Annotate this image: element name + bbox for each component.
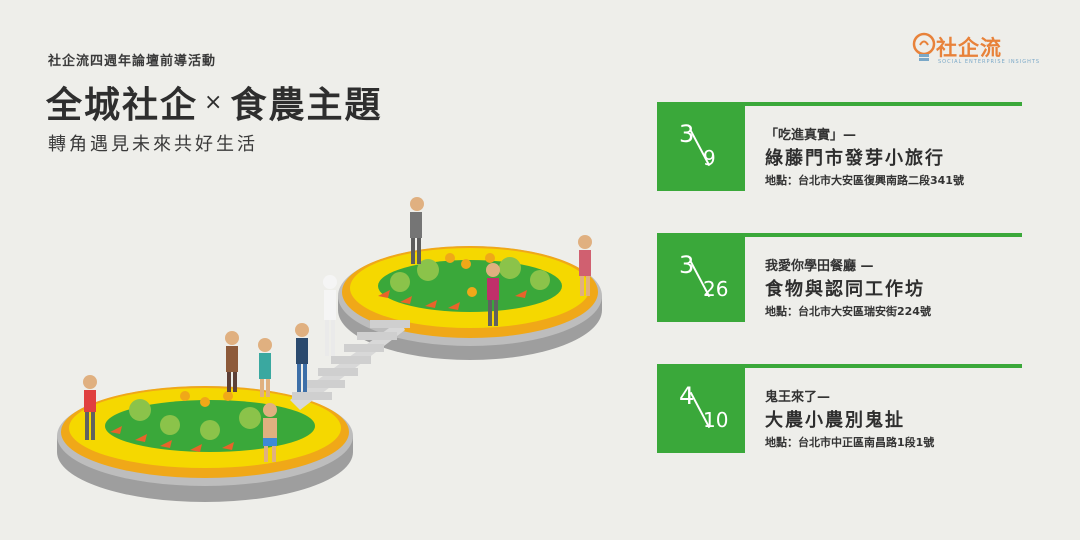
event-title: 食物與認同工作坊: [765, 279, 925, 300]
event-date-box: 3 26: [657, 237, 745, 322]
event-location: 地點：台北市大安區瑞安街224號: [765, 305, 931, 318]
brand-name: 社企流: [936, 36, 1002, 60]
event-month: 4: [679, 382, 695, 410]
upper-crops: [378, 253, 550, 310]
event-card: 3 9 「吃進真實」— 綠藤門市發芽小旅行 地點：台北市大安區復興南路二段341…: [657, 102, 1022, 191]
event-tagline: 鬼王來了—: [765, 390, 831, 405]
lightbulb-icon: [912, 32, 936, 61]
event-day: 9: [703, 146, 716, 170]
event-card: 3 26 我愛你學田餐廳 — 食物與認同工作坊 地點：台北市大安區瑞安街224號: [657, 233, 1022, 322]
title-times: ×: [204, 89, 225, 115]
page-title: 全城社企 × 食農主題: [46, 76, 382, 128]
event-title: 大農小農別鬼扯: [765, 410, 905, 431]
event-location: 地點：台北市大安區復興南路二段341號: [765, 174, 964, 187]
event-date-box: 4 10: [657, 368, 745, 453]
kicker-text: 社企流四週年論壇前導活動: [48, 54, 217, 69]
event-tagline: 「吃進真實」—: [765, 128, 857, 143]
event-card: 4 10 鬼王來了— 大農小農別鬼扯 地點：台北市中正區南昌路1段1號: [657, 364, 1022, 453]
event-day: 26: [703, 277, 729, 301]
title-left: 全城社企: [46, 85, 199, 126]
event-location: 地點：台北市中正區南昌路1段1號: [765, 436, 935, 449]
event-month: 3: [679, 120, 695, 148]
farm-illustration: [57, 197, 602, 502]
page-subtitle: 轉角遇見未來共好生活: [48, 134, 258, 155]
lower-crops: [110, 391, 261, 452]
event-day: 10: [703, 408, 729, 432]
event-month: 3: [679, 251, 695, 279]
event-title: 綠藤門市發芽小旅行: [765, 148, 945, 169]
event-date-box: 3 9: [657, 106, 745, 191]
brand-logo: 社企流 SOCIAL ENTERPRISE INSIGHTS: [912, 30, 1052, 72]
title-right: 食農主題: [230, 85, 383, 126]
staircase: [290, 320, 410, 410]
brand-tagline: SOCIAL ENTERPRISE INSIGHTS: [938, 59, 1041, 65]
event-tagline: 我愛你學田餐廳 —: [765, 259, 874, 274]
person-figures: [83, 197, 592, 462]
